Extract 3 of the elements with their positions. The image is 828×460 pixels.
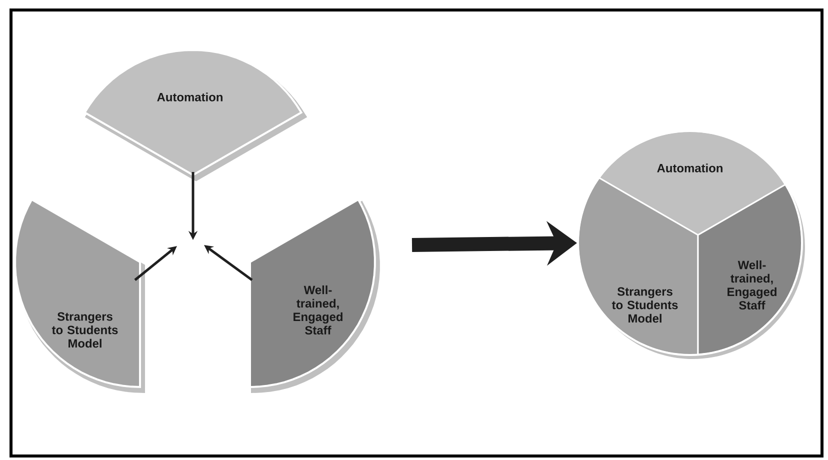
puzzle-piece: Strangers to Students Model [577, 176, 699, 356]
assembled-circle [577, 130, 803, 356]
puzzle-piece: Well-trained, Engaged Staff [249, 198, 380, 394]
